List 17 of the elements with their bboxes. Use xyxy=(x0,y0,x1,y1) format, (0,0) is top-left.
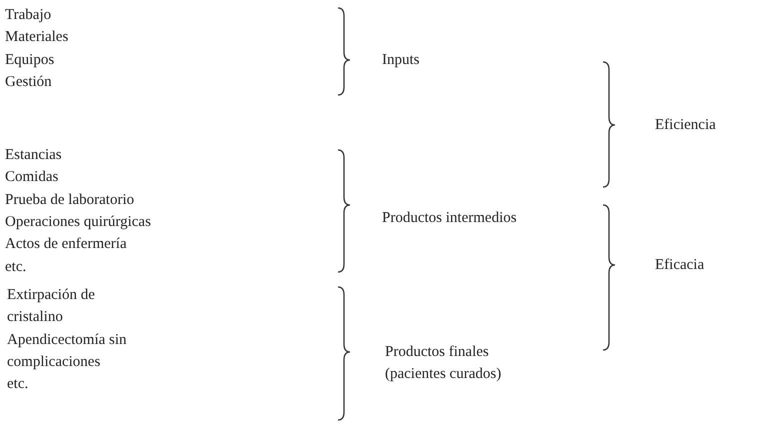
list-item: Operaciones quirúrgicas xyxy=(5,213,151,232)
list-item: Gestión xyxy=(5,73,52,92)
list-item: Equipos xyxy=(5,51,54,70)
list-item: Actos de enfermería xyxy=(5,235,127,254)
category-label: Inputs xyxy=(382,51,420,70)
outcome-label: Eficiencia xyxy=(655,116,716,135)
list-item: etc. xyxy=(5,258,26,277)
list-item: etc. xyxy=(7,375,28,394)
category-label: Productos finales (pacientes curados) xyxy=(385,343,502,384)
list-item: Estancias xyxy=(5,146,62,165)
list-item: Prueba de laboratorio xyxy=(5,191,134,210)
outcome-label: Eficacia xyxy=(655,256,704,275)
list-item: Comidas xyxy=(5,168,58,187)
list-item: Trabajo xyxy=(5,6,52,25)
category-label: Productos intermedios xyxy=(382,209,517,228)
list-item: Extirpación de cristalino xyxy=(7,286,96,327)
list-item: Materiales xyxy=(5,28,68,47)
